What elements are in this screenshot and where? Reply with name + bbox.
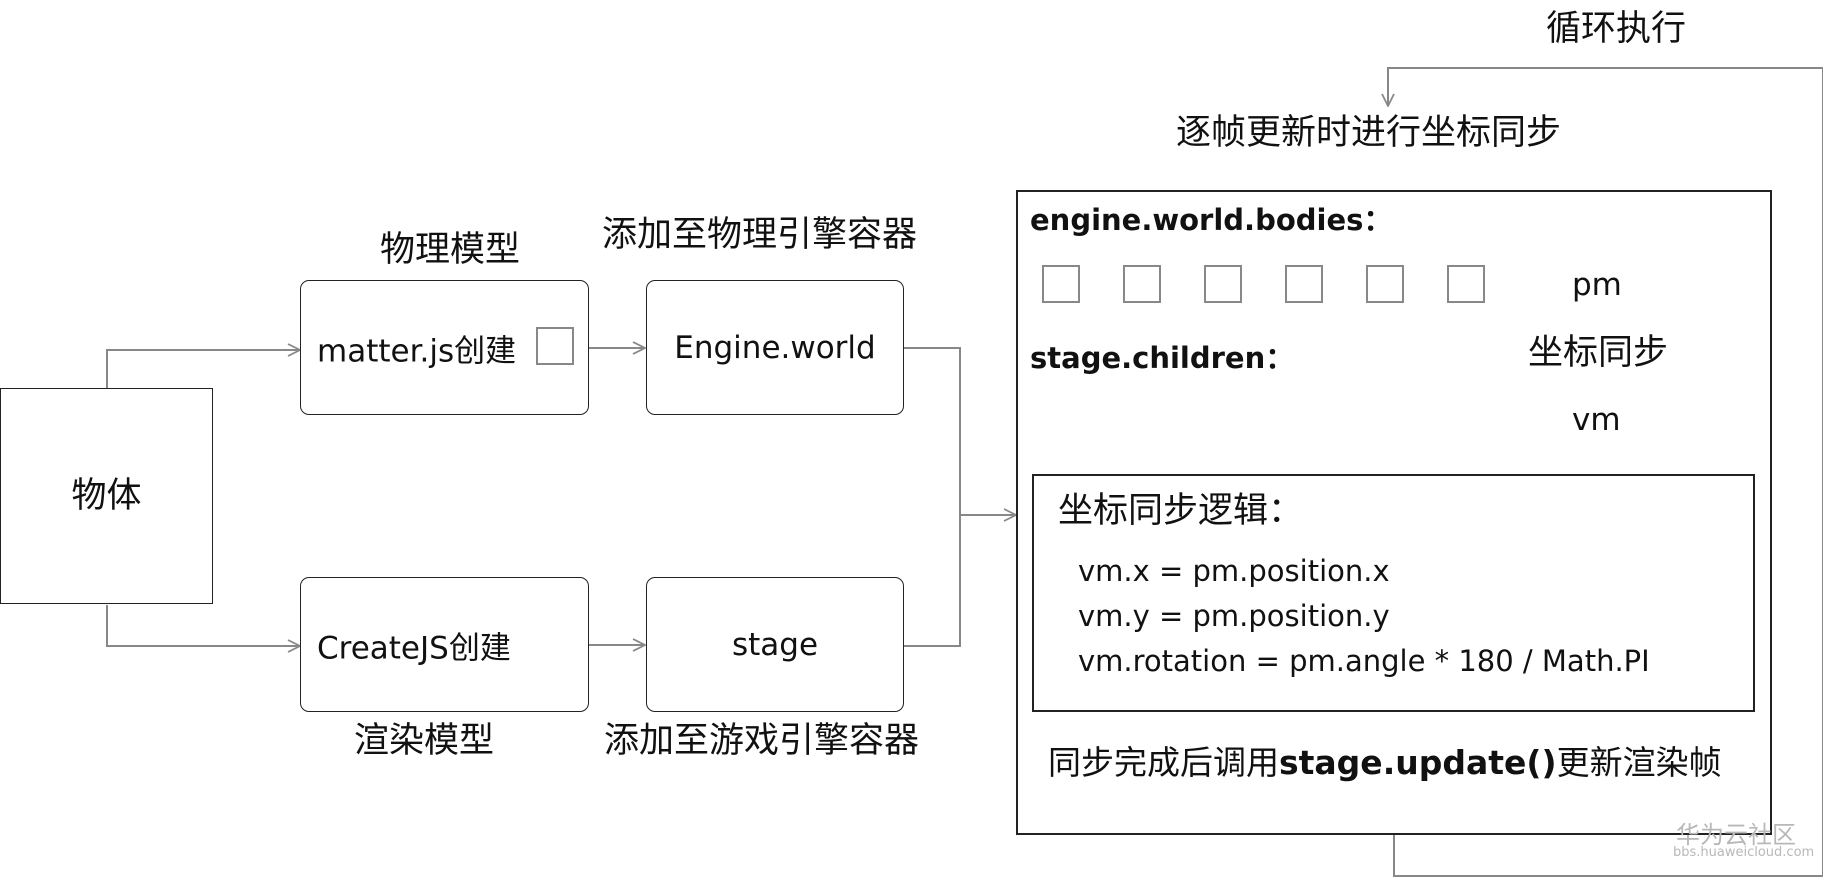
arrow-loop — [1388, 67, 1823, 106]
children-label: stage.children： — [1030, 341, 1295, 375]
stage-label: stage — [731, 626, 819, 663]
matter-create-box: matter.js创建 — [300, 280, 589, 415]
physics-model-label: 物理模型 — [380, 230, 521, 270]
body-square-icon-3 — [1204, 265, 1242, 303]
arrow-object-to-createjs — [106, 605, 300, 646]
sync-logic-title: 坐标同步逻辑： — [1058, 491, 1304, 531]
engine-world-box: Engine.world — [646, 280, 904, 415]
line-world-merge — [904, 347, 961, 515]
createjs-create-label: CreateJS创建 — [317, 630, 511, 666]
stage-box: stage — [646, 577, 904, 712]
render-container-caption: 添加至游戏引擎容器 — [604, 721, 920, 761]
pm-label: pm — [1572, 267, 1622, 303]
sync-footer: 同步完成后调用stage.update()更新渲染帧 — [1048, 746, 1722, 779]
body-square-icon-2 — [1123, 265, 1161, 303]
body-square-icon-4 — [1285, 265, 1323, 303]
body-square-icon-1 — [1042, 265, 1080, 303]
bodies-label: engine.world.bodies： — [1030, 203, 1393, 237]
arrow-object-to-matter — [106, 350, 300, 388]
engine-world-label: Engine.world — [674, 329, 876, 366]
body-square-icon-5 — [1366, 265, 1404, 303]
logic-line-x: vm.x = pm.position.x — [1078, 554, 1390, 588]
createjs-create-box: CreateJS创建 — [300, 577, 589, 712]
body-square-icon-6 — [1447, 265, 1485, 303]
loop-title: 循环执行 — [1546, 9, 1687, 49]
logic-line-y: vm.y = pm.position.y — [1078, 599, 1390, 633]
watermark-brand: 华为云社区 — [1676, 821, 1796, 849]
object-box: 物体 — [0, 388, 213, 604]
matter-create-label: matter.js创建 — [317, 333, 517, 369]
watermark-url: bbs.huaweicloud.com — [1673, 845, 1815, 860]
loop-label: 逐帧更新时进行坐标同步 — [1176, 113, 1562, 153]
logic-line-rotation: vm.rotation = pm.angle * 180 / Math.PI — [1078, 644, 1650, 678]
vm-label: vm — [1572, 402, 1621, 438]
footer-suffix: 更新渲染帧 — [1556, 743, 1722, 782]
matter-body-icon — [536, 327, 574, 365]
sync-logic-box — [1032, 474, 1755, 712]
footer-code: stage.update() — [1279, 743, 1557, 782]
footer-prefix: 同步完成后调用 — [1048, 743, 1279, 782]
line-stage-merge — [904, 515, 961, 647]
object-label: 物体 — [71, 475, 142, 516]
physics-container-caption: 添加至物理引擎容器 — [602, 215, 918, 255]
line-loop-bottom — [1393, 68, 1823, 877]
sync-label: 坐标同步 — [1528, 333, 1669, 373]
render-model-label: 渲染模型 — [354, 721, 495, 761]
